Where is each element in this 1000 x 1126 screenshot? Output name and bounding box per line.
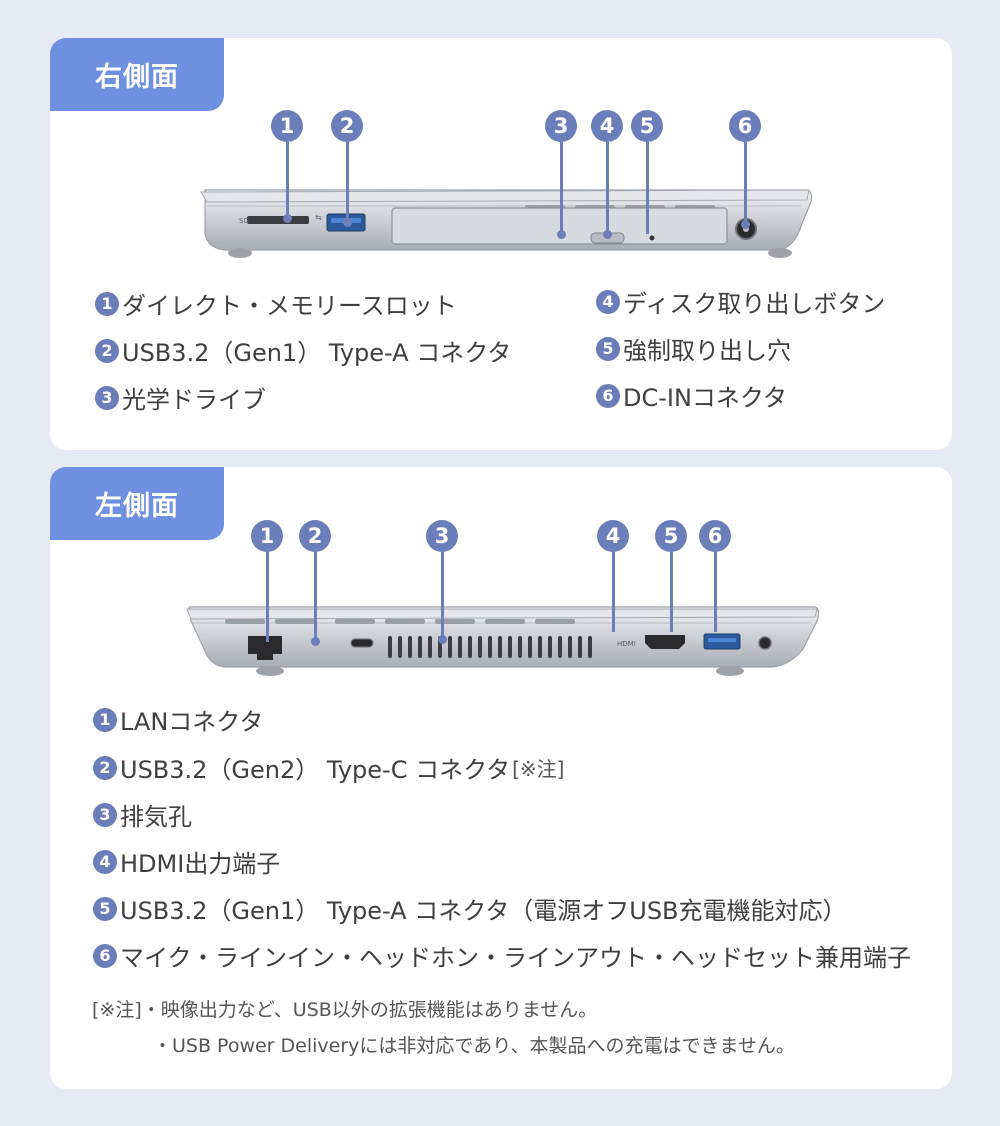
callout-line-2 <box>314 552 317 640</box>
right-side-panel: 右側面 1 2 3 4 5 6 SD ⇆ <box>50 38 952 450</box>
callout-badge-3: 3 <box>426 520 458 552</box>
callout-line-3 <box>441 552 444 640</box>
left-side-panel: 左側面 1 2 3 4 5 6 <box>50 467 952 1089</box>
callout-dot-3 <box>438 635 447 644</box>
laptop-left-side-illustration: HDMI <box>186 606 820 676</box>
callout-badge-2: 2 <box>299 520 331 552</box>
callout-line-6 <box>714 552 717 632</box>
item-number-badge: 2 <box>95 338 119 363</box>
right-item-3: 3 光学ドライブ <box>95 380 266 415</box>
item-number-badge: 6 <box>93 943 117 968</box>
left-item-4-label: HDMI出力端子 <box>120 850 281 878</box>
left-item-4: 4 HDMI出力端子 <box>93 844 280 879</box>
right-item-2: 2 USB3.2（Gen1） Type-A コネクタ <box>95 333 511 368</box>
callout-badge-1: 1 <box>271 110 303 142</box>
left-item-3-label: 排気孔 <box>120 803 192 831</box>
right-item-6-label: DC-INコネクタ <box>623 384 787 412</box>
callout-line-4 <box>606 142 609 234</box>
left-item-3: 3 排気孔 <box>93 797 192 832</box>
callout-line-3 <box>560 142 563 232</box>
right-item-4: 4 ディスク取り出しボタン <box>596 284 885 319</box>
callout-line-1 <box>266 552 269 642</box>
svg-text:SD: SD <box>239 217 249 225</box>
left-side-title: 左側面 <box>50 467 224 540</box>
callout-line-5 <box>646 142 649 234</box>
callout-dot-2 <box>311 637 320 646</box>
right-item-1-label: ダイレクト・メモリースロット <box>122 292 457 320</box>
right-item-6: 6 DC-INコネクタ <box>596 378 787 413</box>
right-item-2-label: USB3.2（Gen1） Type-A コネクタ <box>122 339 512 367</box>
left-item-5-label: USB3.2（Gen1） Type-A コネクタ（電源オフUSB充電機能対応） <box>120 897 847 925</box>
callout-badge-6: 6 <box>729 110 761 142</box>
callout-dot-3 <box>557 230 566 239</box>
callout-badge-6: 6 <box>699 520 731 552</box>
hdmi-port-label: HDMI <box>617 640 636 648</box>
item-number-badge: 1 <box>93 707 117 732</box>
callout-badge-5: 5 <box>655 520 687 552</box>
item-number-badge: 1 <box>95 291 119 316</box>
callout-dot-2 <box>343 218 352 227</box>
callout-badge-1: 1 <box>251 520 283 552</box>
callout-badge-4: 4 <box>597 520 629 552</box>
item-number-badge: 4 <box>93 849 117 874</box>
right-item-1: 1 ダイレクト・メモリースロット <box>95 286 457 321</box>
callout-badge-5: 5 <box>631 110 663 142</box>
callout-badge-2: 2 <box>331 110 363 142</box>
svg-text:⇆: ⇆ <box>315 213 322 222</box>
callout-line-2 <box>346 142 349 220</box>
left-item-6: 6 マイク・ラインイン・ヘッドホン・ラインアウト・ヘッドセット兼用端子 <box>93 938 911 973</box>
callout-line-5 <box>670 552 673 632</box>
item-number-badge: 5 <box>596 336 620 361</box>
item-number-badge: 2 <box>93 755 117 780</box>
left-item-2-label: USB3.2（Gen2） Type-C コネクタ <box>120 756 511 784</box>
footnote-line-1: [※注]・映像出力など、USB以外の拡張機能はありません。 <box>92 999 598 1021</box>
item-number-badge: 5 <box>93 896 117 921</box>
left-item-1: 1 LANコネクタ <box>93 702 263 737</box>
laptop-right-side-illustration: SD ⇆ <box>200 189 813 258</box>
callout-dot-6 <box>741 220 750 229</box>
callout-badge-4: 4 <box>591 110 623 142</box>
callout-line-1 <box>286 142 289 216</box>
right-item-4-label: ディスク取り出しボタン <box>623 290 886 318</box>
left-item-6-label: マイク・ラインイン・ヘッドホン・ラインアウト・ヘッドセット兼用端子 <box>120 944 912 972</box>
callout-line-6 <box>744 142 747 222</box>
left-item-1-label: LANコネクタ <box>120 708 264 736</box>
callout-line-4 <box>612 552 615 632</box>
right-item-5-label: 強制取り出し穴 <box>623 337 791 365</box>
left-item-2: 2 USB3.2（Gen2） Type-C コネクタ [※注] <box>93 750 565 785</box>
callout-dot-1 <box>283 214 292 223</box>
item-number-badge: 3 <box>95 385 119 410</box>
left-item-5: 5 USB3.2（Gen1） Type-A コネクタ（電源オフUSB充電機能対応… <box>93 891 847 926</box>
callout-dot-4 <box>603 230 612 239</box>
right-item-5: 5 強制取り出し穴 <box>596 331 791 366</box>
item-number-badge: 3 <box>93 802 117 827</box>
item-number-badge: 6 <box>596 383 620 408</box>
left-item-2-note-mark: [※注] <box>512 757 565 781</box>
callout-badge-3: 3 <box>545 110 577 142</box>
right-side-title: 右側面 <box>50 38 224 111</box>
right-item-3-label: 光学ドライブ <box>122 386 266 414</box>
item-number-badge: 4 <box>596 289 620 314</box>
footnote-line-2: ・USB Power Deliveryには非対応であり、本製品への充電はできませ… <box>153 1035 795 1057</box>
